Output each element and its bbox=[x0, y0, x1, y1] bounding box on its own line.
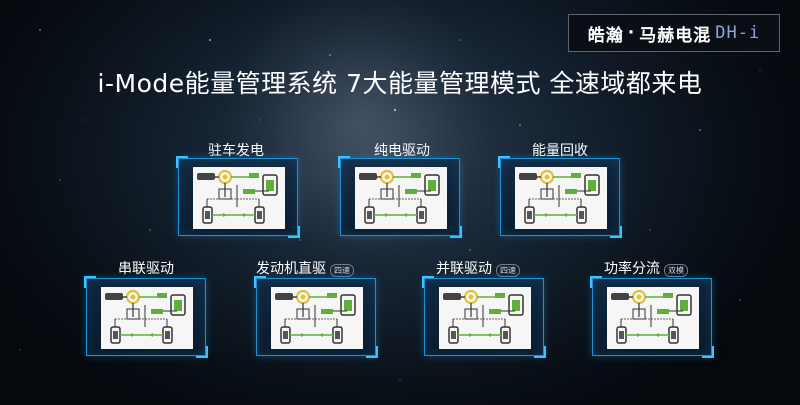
mode-card-engine-direct-drive bbox=[254, 276, 378, 358]
brand-product-name: 马赫电混 bbox=[639, 25, 712, 46]
powertrain-diagram-svg bbox=[609, 289, 693, 345]
brand-logo-text: 皓瀚 bbox=[587, 25, 624, 46]
mode-label-text: 纯电驱动 bbox=[374, 143, 430, 159]
powertrain-diagram-svg bbox=[517, 169, 601, 225]
mode-label-text: 功率分流 bbox=[604, 261, 660, 277]
mode-card-parallel-drive bbox=[422, 276, 546, 358]
powertrain-diagram bbox=[101, 287, 193, 349]
mode-label-text: 串联驱动 bbox=[118, 261, 174, 277]
mode-label-energy-recovery: 能量回收 bbox=[532, 140, 588, 160]
mode-note-badge: 双模 bbox=[664, 264, 688, 277]
mode-label-parking-generation: 驻车发电 bbox=[208, 140, 264, 160]
powertrain-diagram-svg bbox=[357, 169, 441, 225]
mode-label-ev-drive: 纯电驱动 bbox=[374, 140, 430, 160]
powertrain-diagram bbox=[607, 287, 699, 349]
mode-label-text: 驻车发电 bbox=[208, 143, 264, 159]
mode-card-ev-drive bbox=[338, 156, 462, 238]
mode-card-series-drive bbox=[84, 276, 208, 358]
mode-note-badge: 四速 bbox=[330, 264, 354, 277]
powertrain-diagram-svg bbox=[103, 289, 187, 345]
mode-label-text: 发动机直驱 bbox=[256, 261, 326, 277]
powertrain-diagram bbox=[515, 167, 607, 229]
mode-card-energy-recovery bbox=[498, 156, 622, 238]
mode-label-power-split: 功率分流 双模 bbox=[604, 258, 688, 278]
mode-note-badge: 四速 bbox=[496, 264, 520, 277]
brand-logo: 皓瀚 · 马赫电混 DH-i bbox=[568, 14, 780, 52]
powertrain-diagram bbox=[271, 287, 363, 349]
powertrain-diagram bbox=[439, 287, 531, 349]
mode-card-power-split bbox=[590, 276, 714, 358]
powertrain-diagram bbox=[355, 167, 447, 229]
powertrain-diagram-svg bbox=[273, 289, 357, 345]
mode-label-text: 能量回收 bbox=[532, 143, 588, 159]
mode-label-engine-direct-drive: 发动机直驱 四速 bbox=[256, 258, 354, 278]
mode-card-parking-generation bbox=[176, 156, 300, 238]
powertrain-diagram bbox=[193, 167, 285, 229]
mode-label-text: 并联驱动 bbox=[436, 261, 492, 277]
mode-label-series-drive: 串联驱动 bbox=[118, 258, 174, 278]
brand-model: DH-i bbox=[715, 23, 761, 43]
page-title: i-Mode能量管理系统 7大能量管理模式 全速域都来电 bbox=[97, 69, 703, 98]
brand-separator: · bbox=[627, 23, 636, 43]
powertrain-diagram-svg bbox=[441, 289, 525, 345]
powertrain-diagram-svg bbox=[195, 169, 279, 225]
mode-label-parallel-drive: 并联驱动 四速 bbox=[436, 258, 520, 278]
